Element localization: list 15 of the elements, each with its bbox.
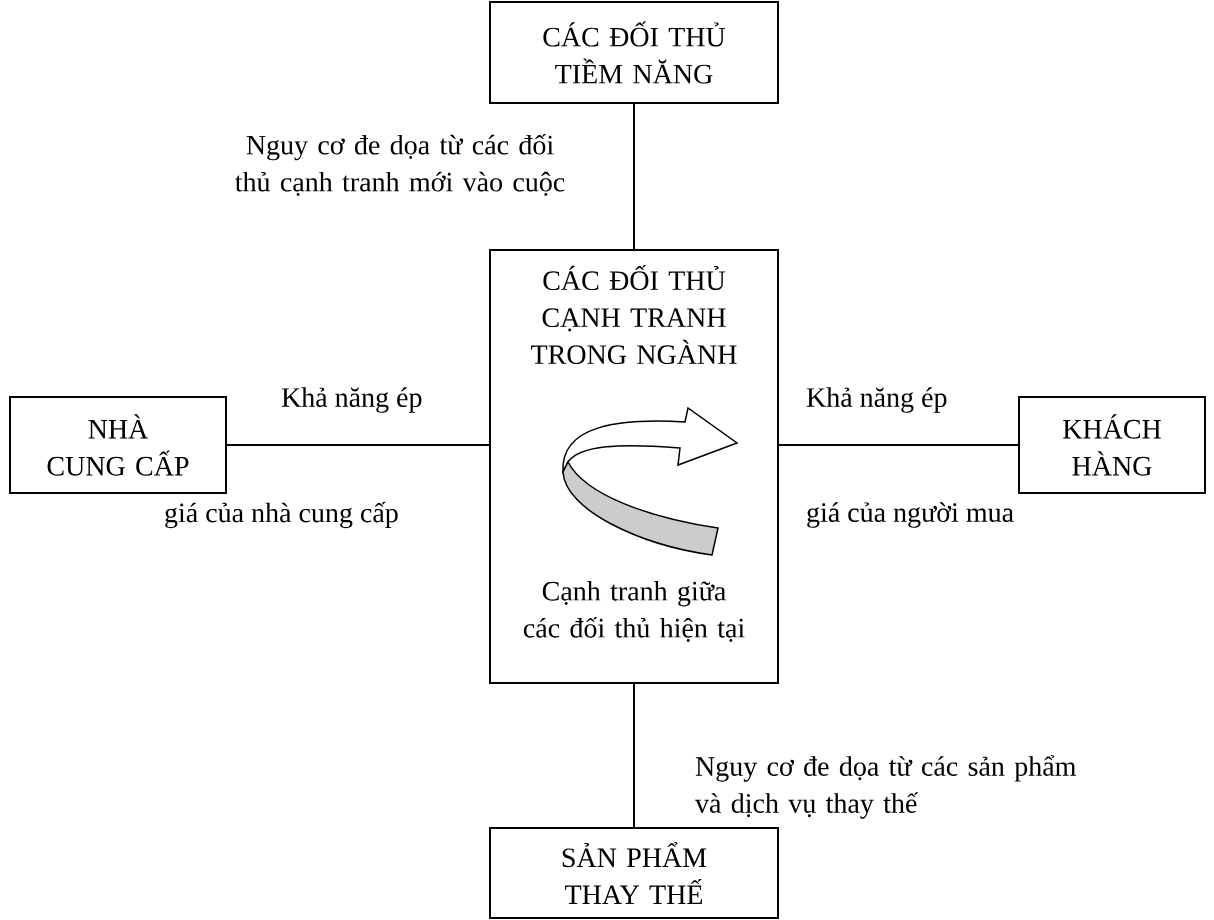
- line-label: Khả năng ép: [281, 387, 422, 413]
- process-box: KHÁCH HÀNG: [1018, 396, 1206, 494]
- connector-line: [633, 683, 635, 828]
- edge-label: Nguy cơ đe dọa từ các đối thủ cạnh tranh mới vào cuộc: [235, 134, 565, 196]
- edge-label: Nguy cơ đe dọa từ các sản phẩm và dịch vụ thay thế: [695, 755, 1076, 819]
- process-box: CÁC ĐỐI THỦ TIỀM NĂNG: [489, 1, 779, 104]
- connector-line: [633, 103, 635, 250]
- connector-line: [778, 444, 1019, 446]
- connector-line: [226, 444, 490, 446]
- process-box: NHÀ CUNG CẤP: [9, 396, 227, 494]
- line-label: giá của nhà cung cấp: [165, 501, 398, 529]
- process-box: CÁC ĐỐI THỦ CẠNH TRANH TRONG NGÀNH Cạnh tranh giữa các đối thủ hiện tại: [489, 249, 779, 684]
- line-label: Khả năng ép: [806, 387, 947, 413]
- process-box: SẢN PHẨM THAY THẾ: [489, 827, 779, 919]
- line-label: giá của người mua: [807, 502, 1014, 528]
